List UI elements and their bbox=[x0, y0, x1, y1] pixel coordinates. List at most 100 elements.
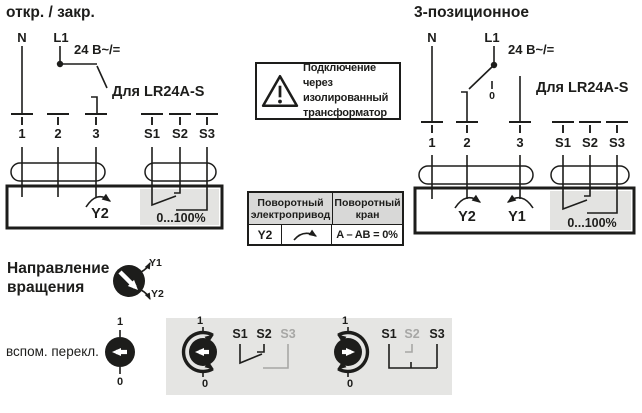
range-label: 0...100% bbox=[567, 216, 617, 230]
knob2-position-0: 0 bbox=[201, 378, 209, 390]
table-body-row: Y2 A – AB = 0% bbox=[249, 225, 402, 244]
terminal-bars bbox=[421, 121, 628, 133]
aux-terminal-label-s2: S2 bbox=[172, 126, 188, 141]
aux-terminal-label-s3: S3 bbox=[199, 126, 215, 141]
rotation-direction-line-1: Направление bbox=[7, 260, 110, 277]
s2-contact-muted bbox=[405, 344, 413, 353]
neutral-label: N bbox=[427, 30, 437, 45]
state2-s3-label: S3 bbox=[429, 327, 445, 341]
s3-contact-muted bbox=[263, 344, 289, 369]
state1-s3-label: S3 bbox=[280, 327, 296, 341]
arc-arrowhead-icon bbox=[204, 361, 214, 370]
knob-y2-label: Y2 bbox=[151, 288, 164, 300]
cw-arrowhead-icon bbox=[101, 193, 111, 202]
terminal-label-2: 2 bbox=[463, 135, 471, 150]
wires-into-box bbox=[431, 155, 521, 199]
terminal-label-3: 3 bbox=[92, 126, 100, 141]
aux-terminal-label-s2: S2 bbox=[582, 135, 598, 150]
aux-terminal-label-s3: S3 bbox=[609, 135, 625, 150]
knob-y1-label: Y1 bbox=[149, 257, 162, 269]
knob-arrowhead-icon bbox=[346, 348, 355, 356]
switch-blade-icon bbox=[96, 65, 108, 89]
table-header-valve: Поворотный кран bbox=[334, 196, 401, 221]
transformer-warning-box: Подключение через изолированный трансфор… bbox=[255, 62, 401, 120]
wires-into-box bbox=[21, 147, 97, 197]
cw-arrowhead-icon bbox=[471, 194, 481, 203]
terminal-label-2: 2 bbox=[54, 126, 62, 141]
knob3-position-0: 0 bbox=[346, 378, 354, 390]
aux-glyph-s1-blade bbox=[151, 147, 177, 207]
arc-arrowhead-icon bbox=[337, 334, 347, 343]
y1-arrowhead-icon bbox=[144, 262, 151, 270]
voltage-label: 24 В~/= bbox=[74, 42, 121, 57]
aux-switch-state2-glyph bbox=[388, 344, 438, 369]
knob-arrowhead-icon bbox=[195, 348, 204, 356]
ccw-arrowhead-icon bbox=[507, 194, 517, 203]
line-label: L1 bbox=[484, 30, 500, 45]
open-close-title: откр. / закр. bbox=[6, 4, 95, 21]
line-label: L1 bbox=[53, 30, 69, 45]
knob2-position-1: 1 bbox=[196, 315, 204, 327]
knob1-position-1: 1 bbox=[116, 316, 124, 328]
terminal-label-1: 1 bbox=[18, 126, 26, 141]
switch-contact bbox=[91, 96, 98, 114]
warning-triangle-icon bbox=[261, 74, 299, 108]
warning-line-3: трансформатор bbox=[303, 107, 387, 119]
table-cell-valve-position: A – AB = 0% bbox=[336, 228, 398, 241]
aux-terminal-label-s1: S1 bbox=[555, 135, 571, 150]
table-header-row: Поворотный электропривод Поворотный кран bbox=[249, 193, 402, 225]
knob1-position-0: 0 bbox=[116, 376, 124, 388]
aux-switch-knob-1-icon bbox=[105, 330, 135, 374]
aux-switch-caption: вспом. перекл. bbox=[6, 344, 99, 359]
neutral-label: N bbox=[17, 30, 27, 45]
rotation-arc bbox=[337, 330, 370, 374]
aux-switch-state1-glyph bbox=[239, 344, 289, 369]
y2-arrowhead-icon bbox=[144, 292, 151, 300]
aux-switch-shaded-area bbox=[140, 189, 219, 225]
plug-connector-icon bbox=[418, 165, 534, 185]
y2-signal-label: Y2 bbox=[458, 209, 476, 225]
state1-s2-label: S2 bbox=[256, 327, 272, 341]
s1-blade bbox=[239, 344, 263, 365]
terminal-label-3: 3 bbox=[516, 135, 524, 150]
aux-terminal-label-s1: S1 bbox=[144, 126, 160, 141]
warning-line-2: изолированный bbox=[303, 92, 389, 104]
model-label: Для LR24A-S bbox=[536, 80, 629, 96]
warning-line-1: Подключение через bbox=[303, 62, 376, 89]
rotation-direction-line-2: вращения bbox=[7, 279, 85, 296]
aux-glyph-s2 bbox=[174, 147, 181, 194]
switch-center-label: 0 bbox=[489, 90, 495, 102]
model-label: Для LR24A-S bbox=[112, 84, 205, 100]
aux-switch-knob-ccw-icon bbox=[181, 327, 217, 377]
aux-glyph-s1-blade bbox=[562, 155, 588, 211]
aux-glyph-s3 bbox=[176, 147, 208, 211]
s2-contact bbox=[257, 344, 265, 353]
state1-s1-label: S1 bbox=[232, 327, 248, 341]
state2-s2-label: S2 bbox=[404, 327, 420, 341]
three-position-wiring-lines bbox=[413, 46, 636, 235]
rotation-direction-knob-icon bbox=[113, 262, 151, 300]
voltage-label: 24 В~/= bbox=[508, 42, 555, 57]
s1-s3-path bbox=[388, 344, 438, 369]
table-cell-signal: Y2 bbox=[249, 225, 282, 244]
arc-arrowhead-icon bbox=[337, 361, 347, 370]
rotation-arc bbox=[181, 330, 214, 374]
arc-arrowhead-icon bbox=[204, 334, 214, 343]
terminal-bars bbox=[11, 113, 218, 125]
y1-signal-label: Y1 bbox=[508, 209, 526, 225]
warning-text: Подключение через изолированный трансфор… bbox=[303, 61, 399, 121]
aux-switch-knob-cw-icon bbox=[334, 327, 370, 377]
knob-arrowhead-icon bbox=[127, 279, 138, 290]
terminal-label-1: 1 bbox=[428, 135, 436, 150]
range-label: 0...100% bbox=[156, 211, 206, 225]
three-position-title: 3-позиционное bbox=[414, 4, 529, 21]
switch-blade-icon bbox=[468, 64, 495, 90]
open-close-wiring-lines bbox=[5, 46, 224, 230]
switch-contact-2 bbox=[461, 91, 468, 122]
knob-arrowhead-icon bbox=[112, 348, 121, 356]
aux-glyph-s3 bbox=[587, 155, 618, 214]
aux-glyph-s2 bbox=[584, 155, 591, 197]
clockwise-arrow-icon bbox=[282, 225, 332, 244]
